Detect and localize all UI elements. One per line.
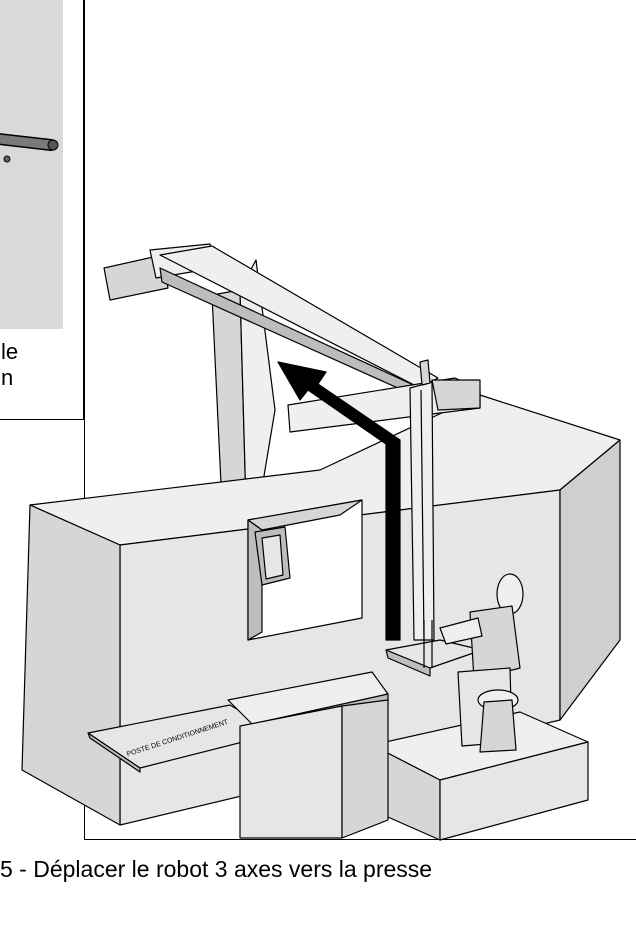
gantry-beam [159,245,439,389]
gantry-motor [103,254,169,301]
figure-caption: 5 - Déplacer le robot 3 axes vers la pre… [0,856,433,882]
inset-rod-illustration [0,133,59,163]
motion-arrow [277,361,401,641]
inset-text: le n [1,339,19,390]
operator-figure [439,573,524,753]
station-cabinet [239,705,343,839]
inset-panel: le n [0,0,84,420]
press-housing-left [21,504,121,826]
inset-image [0,0,63,329]
